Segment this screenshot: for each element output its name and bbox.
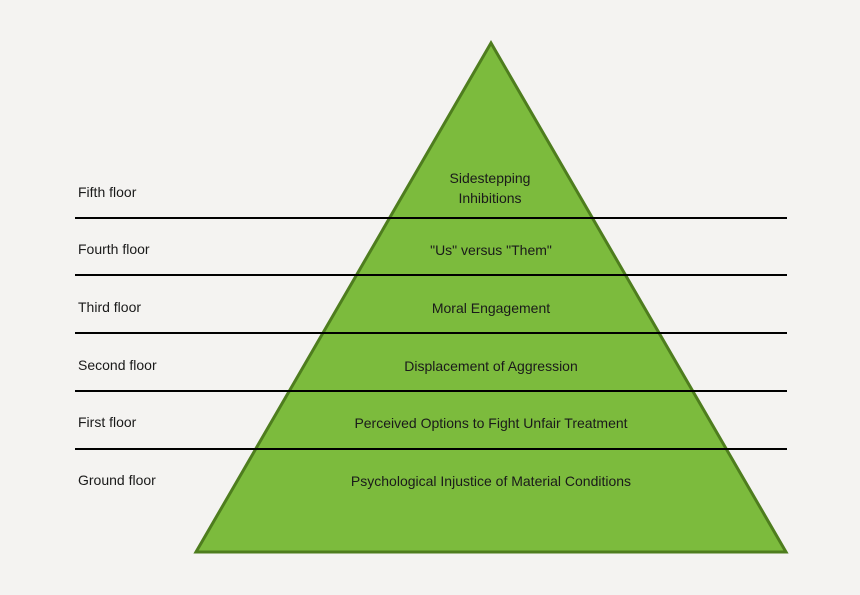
pyramid-shape [193, 40, 789, 554]
floor-label-second: Second floor [78, 357, 157, 373]
floor-label-fifth: Fifth floor [78, 184, 137, 200]
floor-divider [75, 274, 787, 276]
floor-divider [75, 332, 787, 334]
floor-text-third: Moral Engagement [431, 300, 551, 316]
floor-label-third: Third floor [78, 299, 142, 315]
floor-text-fifth: Sidestepping Inhibitions [449, 170, 531, 206]
floor-label-first: First floor [78, 414, 137, 430]
floor-label-fourth: Fourth floor [78, 241, 150, 257]
floor-text-ground: Psychological Injustice of Material Cond… [350, 473, 632, 489]
floor-label-ground: Ground floor [78, 472, 156, 488]
floor-divider [75, 448, 787, 450]
floor-text-first: Perceived Options to Fight Unfair Treatm… [354, 415, 628, 431]
floor-text-second: Displacement of Aggression [404, 358, 578, 374]
floor-divider [75, 217, 787, 219]
floor-text-fourth: "Us" versus "Them" [430, 242, 552, 258]
floor-divider [75, 390, 787, 392]
